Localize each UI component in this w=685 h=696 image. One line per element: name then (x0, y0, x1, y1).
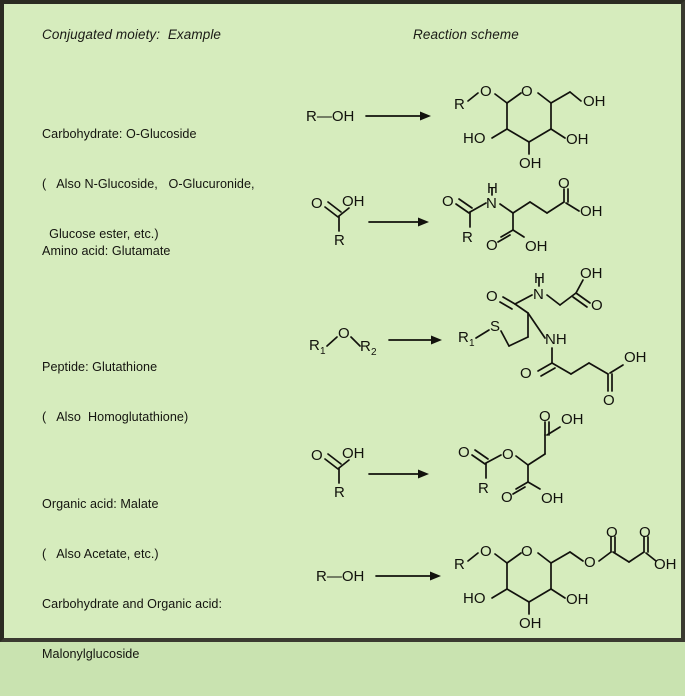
row-label-carbohydrate-organic-acid: Carbohydrate and Organic acid: Malonylgl… (42, 563, 222, 696)
product-structure-malate: O R O O OH O OH (456, 408, 586, 510)
atom-label-OH-lower-carboxyl: OH (541, 490, 564, 507)
atom-label-S: S (490, 318, 500, 335)
atom-label-O-lower-carboxyl: O (501, 489, 513, 506)
reactant-roh-row5: R—OH (314, 560, 444, 590)
reactant-roh-row1: R—OH (304, 100, 434, 130)
reaction-arrow-head (420, 111, 431, 121)
row-label-line: ( Also Acetate, etc.) (42, 546, 159, 561)
reactant-ether-row3: R 1 O R 2 (307, 318, 447, 360)
atom-label-O-glycosidic: O (480, 543, 492, 560)
row-label-line: ( Also Homoglutathione) (42, 409, 189, 424)
atom-label-O-ring: O (521, 543, 533, 560)
atom-label-OH-side-carboxyl: OH (580, 203, 603, 220)
atom-label-R: R (478, 480, 489, 497)
atom-label-R1: R (458, 329, 469, 346)
atom-label-NH-glutamyl: NH (545, 331, 567, 348)
atom-label-HO-c2: HO (463, 590, 486, 607)
atom-label-OH: OH (342, 193, 365, 210)
row-label-line: Organic acid: Malate (42, 497, 159, 512)
reaction-arrow-head (431, 335, 442, 345)
column-header-conjugated-moiety: Conjugated moiety: Example (42, 27, 222, 42)
atom-label-R: R (454, 556, 465, 573)
atom-label-R: R (462, 229, 473, 246)
atom-label-HO-c2: HO (463, 130, 486, 147)
reactant-carboxylic-acid-row2: O OH R (307, 190, 437, 250)
reactant-carboxylic-acid-row4: O OH R (307, 442, 437, 502)
atom-label-OH-c4: OH (566, 131, 589, 148)
product-structure-malonylglucoside: R O O O O O OH (450, 524, 677, 632)
row-label-line: Peptide: Glutathione (42, 360, 158, 375)
atom-label-OH-upper-carboxyl: OH (561, 411, 584, 428)
atom-label-OH-c6: OH (583, 93, 606, 110)
row-label-carbohydrate-o-glucoside: Carbohydrate: O-Glucoside ( Also N-Gluco… (42, 93, 255, 276)
reaction-arrow-head (418, 469, 429, 479)
atom-label-O-glutamyl-amide: O (520, 365, 532, 382)
product-structure-glutamate: O R N H O OH O (440, 175, 610, 255)
atom-label-R1-subscript: 1 (320, 346, 326, 357)
atom-label-O-glutamyl-carboxyl: O (603, 392, 615, 409)
atom-label-R2: R (360, 338, 371, 355)
reactant-label-roh: R—OH (306, 108, 354, 125)
row-label-organic-acid-malate: Organic acid: Malate ( Also Acetate, etc… (42, 463, 159, 596)
atom-label-O-alpha-carboxyl: O (486, 237, 498, 254)
atom-label-O-upper-carboxyl: O (539, 408, 551, 425)
atom-label-O-malonyl-carbonyl: O (606, 524, 618, 541)
atom-label-O-malonyl-acid-carbonyl: O (639, 524, 651, 541)
atom-label-OH-glycine-carboxyl: OH (580, 265, 603, 282)
atom-label-R: R (334, 484, 345, 501)
atom-label-O-ring: O (521, 83, 533, 100)
atom-label-O-carbonyl: O (311, 195, 323, 212)
atom-label-R: R (334, 232, 345, 249)
atom-label-OH-c3: OH (519, 615, 542, 632)
atom-label-O-ester: O (502, 446, 514, 463)
atom-label-O-acyl: O (458, 444, 470, 461)
column-header-reaction-scheme: Reaction scheme (413, 27, 519, 42)
row-label-line: Carbohydrate and Organic acid: (42, 597, 223, 612)
reactant-label-roh: R—OH (316, 568, 364, 585)
atom-label-OH-malonyl: OH (654, 556, 677, 573)
atom-label-OH-c4: OH (566, 591, 589, 608)
reaction-arrow-head (430, 571, 441, 581)
atom-label-R1: R (309, 337, 320, 354)
atom-label-O-glycine-amide: O (486, 288, 498, 305)
atom-label-O-ether: O (338, 325, 350, 342)
atom-label-O-carbonyl: O (311, 447, 323, 464)
atom-label-O-side-carboxyl: O (558, 175, 570, 192)
product-structure-glutathione: R 1 S O N H O (456, 265, 656, 409)
atom-label-O-ester: O (584, 554, 596, 571)
atom-label-N-glycine: N (533, 286, 544, 303)
row-label-line: Carbohydrate: O-Glucoside (42, 127, 197, 142)
reaction-arrow-head (418, 217, 429, 227)
atom-label-OH-c3: OH (519, 155, 542, 172)
row-label-line: Amino acid: Glutamate (42, 244, 171, 259)
product-structure-o-glucoside: R O O OH HO OH OH (450, 80, 610, 172)
atom-label-N-amide: N (486, 195, 497, 212)
atom-label-R2-subscript: 2 (371, 347, 377, 358)
atom-label-OH-glutamyl-carboxyl: OH (624, 349, 647, 366)
atom-label-O-acyl: O (442, 193, 454, 210)
atom-label-O-glycine-carboxyl: O (591, 297, 603, 314)
row-label-line: ( Also N-Glucoside, O-Glucuronide, (42, 176, 255, 191)
atom-label-OH: OH (342, 445, 365, 462)
figure-panel: Conjugated moiety: Example Reaction sche… (0, 0, 685, 661)
row-label-line: Glucose ester, etc.) (42, 226, 159, 241)
row-label-line: Malonylglucoside (42, 646, 140, 661)
row-label-amino-acid-glutamate: Amino acid: Glutamate (42, 210, 170, 293)
atom-label-OH-alpha-carboxyl: OH (525, 238, 548, 255)
atom-label-R: R (454, 96, 465, 113)
atom-label-R1-subscript: 1 (469, 338, 475, 349)
row-label-peptide-glutathione: Peptide: Glutathione ( Also Homoglutathi… (42, 326, 188, 459)
atom-label-O-glycosidic: O (480, 83, 492, 100)
